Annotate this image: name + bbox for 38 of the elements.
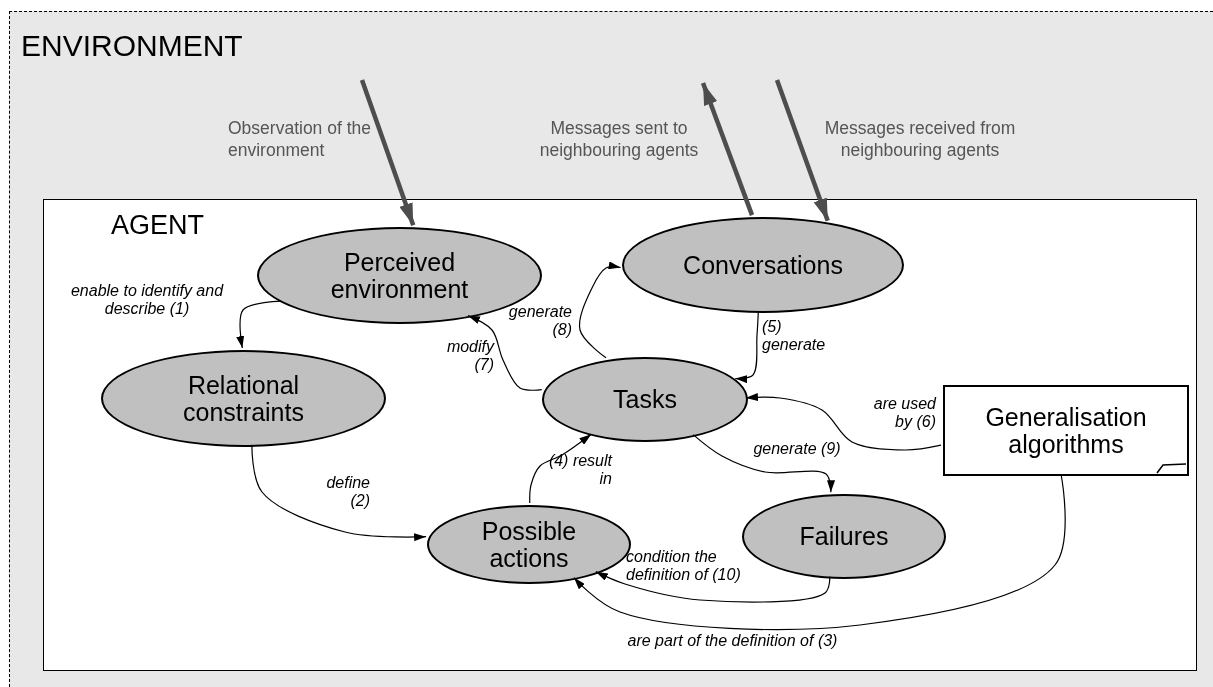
node-label: Relational constraints	[182, 371, 305, 426]
node-label: Possible actions	[480, 517, 578, 572]
edge-label: define (2)	[325, 474, 370, 511]
arrow	[251, 444, 427, 542]
container-title: AGENT	[111, 210, 204, 241]
edge-label: are used by (6)	[872, 395, 936, 432]
arrow	[573, 473, 1066, 631]
edge-label: Messages sent to neighbouring agents	[538, 118, 700, 162]
edge-label: are part of the definition of (3)	[626, 632, 839, 651]
node-label: Conversations	[683, 251, 843, 279]
note-box	[943, 385, 1189, 476]
node-label: Tasks	[613, 386, 677, 413]
arrow	[745, 393, 942, 451]
container-title: ENVIRONMENT	[21, 29, 243, 63]
environment-box	[9, 11, 1213, 687]
thick-arrow	[774, 79, 830, 222]
edge-label: (5) generate	[762, 318, 827, 355]
arrow	[529, 433, 592, 504]
edge-label: enable to identify and describe (1)	[69, 282, 225, 319]
arrow	[595, 571, 831, 603]
arrow	[236, 300, 282, 349]
edge-label: Messages received from neighbouring agents	[823, 118, 1017, 162]
edge-label: (4) result in	[547, 452, 612, 489]
arrow	[692, 434, 835, 493]
thick-arrow	[359, 79, 416, 227]
node-label: Generalisation algorithms	[984, 403, 1148, 458]
edge-label: generate (8)	[507, 303, 572, 340]
arrow	[467, 315, 543, 391]
edge-label: modify (7)	[445, 338, 494, 375]
edge-label: condition the definition of (10)	[626, 548, 742, 585]
node-label: Failures	[799, 523, 889, 550]
agent-box	[43, 199, 1197, 671]
arrow	[578, 261, 622, 359]
thick-arrow	[700, 82, 755, 216]
edge-label: Observation of the environment	[228, 118, 372, 162]
arrow	[734, 310, 759, 384]
node-label: Perceived environment	[329, 248, 470, 303]
edge-label: generate (9)	[752, 440, 842, 459]
